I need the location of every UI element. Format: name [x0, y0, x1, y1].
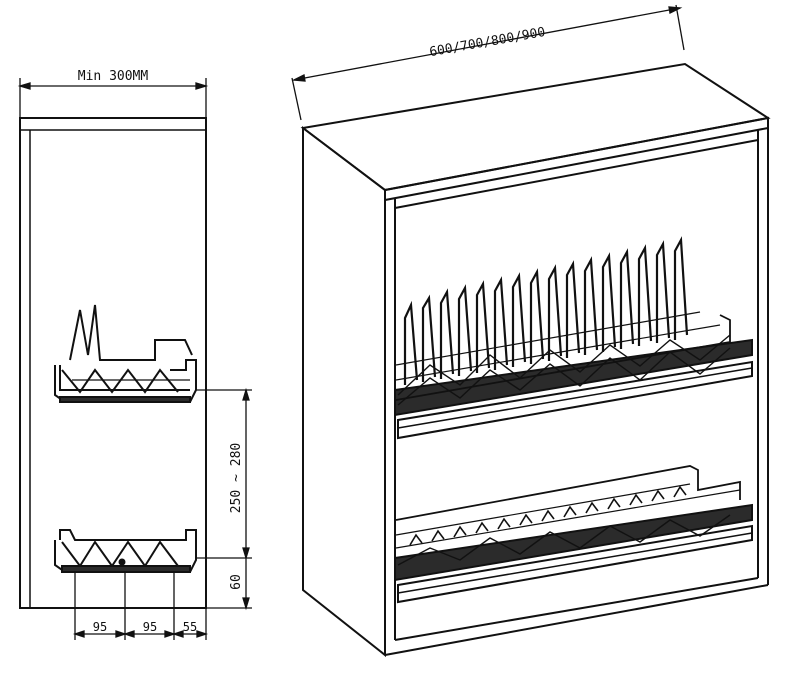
bottom-offset-label: 60: [229, 574, 244, 590]
side-upper-rack: [54, 304, 197, 403]
side-view: [17, 78, 252, 640]
front-width-dimension: [291, 4, 685, 121]
rack-spacing-label: 250 ~ 280: [229, 443, 244, 513]
side-depth-dimensions: [72, 572, 209, 640]
depth-segment-3-label: 55: [183, 620, 197, 634]
front-width-label: 600/700/800/900: [428, 25, 546, 60]
cabinet-left-panel: [302, 125, 386, 658]
depth-segment-1-label: 95: [93, 620, 107, 634]
front-view: [291, 4, 771, 658]
depth-segment-2-label: 95: [143, 620, 157, 634]
side-cabinet-outline: [19, 117, 207, 609]
front-upper-dish-rack: [394, 236, 753, 440]
side-width-dimension: [17, 78, 209, 118]
cabinet-top-front-edge: [384, 116, 769, 202]
front-lower-dish-rack: [394, 465, 753, 604]
side-lower-rack: [54, 529, 197, 573]
side-width-label: Min 300MM: [78, 69, 149, 84]
side-vertical-dimensions: [196, 387, 252, 611]
